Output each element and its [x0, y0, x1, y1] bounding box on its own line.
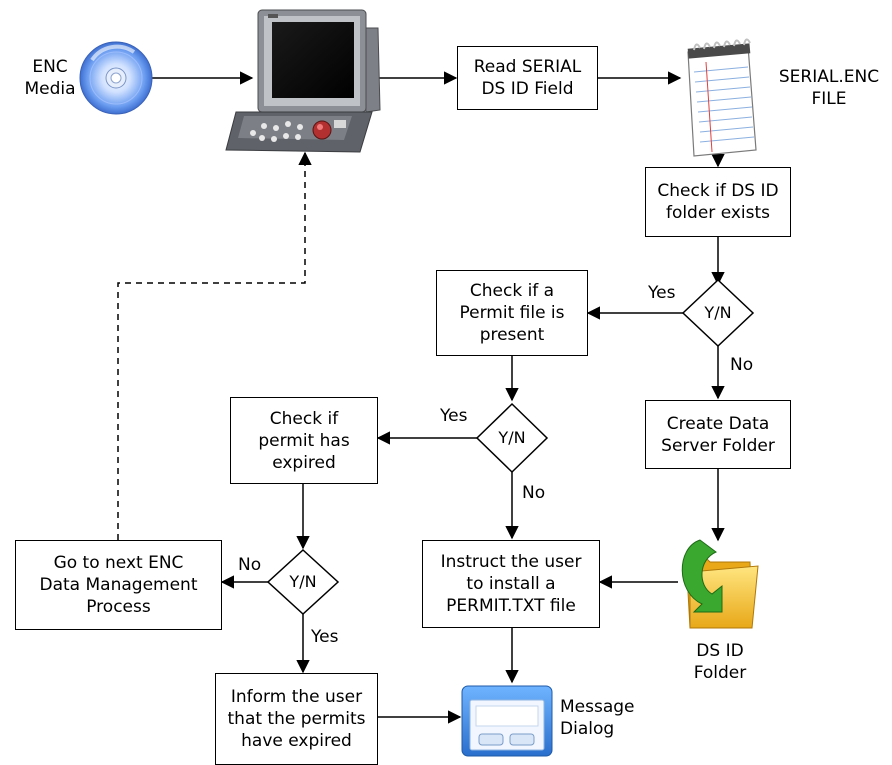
inform-line-1: Inform the user [230, 687, 363, 707]
notepad-file-icon [687, 38, 757, 157]
go-next-line-3: Process [86, 597, 151, 617]
read-serial-line-1: Read SERIAL [473, 57, 582, 77]
check-dsid-line-1: Check if DS ID [657, 181, 779, 201]
inform-line-3: have expired [241, 731, 352, 751]
enc-media-line-2: Media [24, 79, 76, 99]
inform-line-2: that the permits [227, 709, 366, 729]
create-folder-line-1: Create Data [666, 413, 770, 434]
edge-label-d1-yes: Yes [648, 283, 676, 303]
message-dialog-line-2: Dialog [560, 719, 615, 739]
edge-gonext-to-terminal-dashed [117, 151, 312, 540]
cd-disc-icon [79, 41, 153, 115]
dsid-folder-label: DS ID Folder [680, 640, 760, 684]
go-next-line-1: Go to next ENC [53, 553, 184, 573]
message-dialog-icon [461, 685, 553, 757]
edge-label-d2-no: No [522, 483, 546, 503]
dsid-folder-line-1: DS ID [696, 641, 744, 661]
message-dialog-label: Message Dialog [560, 696, 650, 740]
check-expired-line-1: Check if [269, 408, 339, 429]
instruct-line-3: PERMIT.TXT file [446, 596, 576, 616]
check-permit-line-1: Check if a [469, 281, 555, 301]
check-dsid-line-2: folder exists [665, 203, 771, 223]
decision-1 [681, 278, 755, 348]
edge-label-d1-no: No [730, 355, 754, 375]
connectors [117, 71, 725, 724]
decision-2 [475, 402, 549, 474]
edge-label-d3-no: No [238, 555, 262, 575]
enc-media-line-1: ENC [32, 57, 68, 77]
read-serial-line-2: DS ID Field [481, 79, 574, 99]
serial-file-line-2: FILE [811, 89, 847, 109]
check-expired-line-3: expired [272, 452, 336, 473]
enc-media-label: ENC Media [20, 56, 80, 100]
instruct-line-2: to install a [466, 574, 556, 594]
decision-1-text: Y/N [704, 303, 732, 322]
decision-3-text: Y/N [289, 572, 317, 591]
check-permit-line-2: Permit file is [459, 303, 565, 323]
check-expired-line-2: permit has [258, 430, 350, 451]
ecdis-terminal-icon [225, 9, 381, 153]
serial-file-line-1: SERIAL.ENC [778, 67, 880, 87]
instruct-line-1: Instruct the user [440, 552, 582, 572]
edge-label-d2-yes: Yes [440, 406, 468, 426]
decision-2-text: Y/N [498, 428, 526, 447]
create-folder-line-2: Server Folder [661, 435, 775, 456]
check-permit-line-3: present [479, 325, 545, 345]
decision-3 [266, 548, 340, 616]
folder-sync-icon [681, 539, 759, 629]
go-next-line-2: Data Management [39, 575, 198, 595]
serial-file-label: SERIAL.ENC FILE [770, 66, 888, 110]
edge-label-d3-yes: Yes [311, 627, 339, 647]
dsid-folder-line-2: Folder [693, 663, 747, 683]
message-dialog-line-1: Message [560, 697, 635, 717]
